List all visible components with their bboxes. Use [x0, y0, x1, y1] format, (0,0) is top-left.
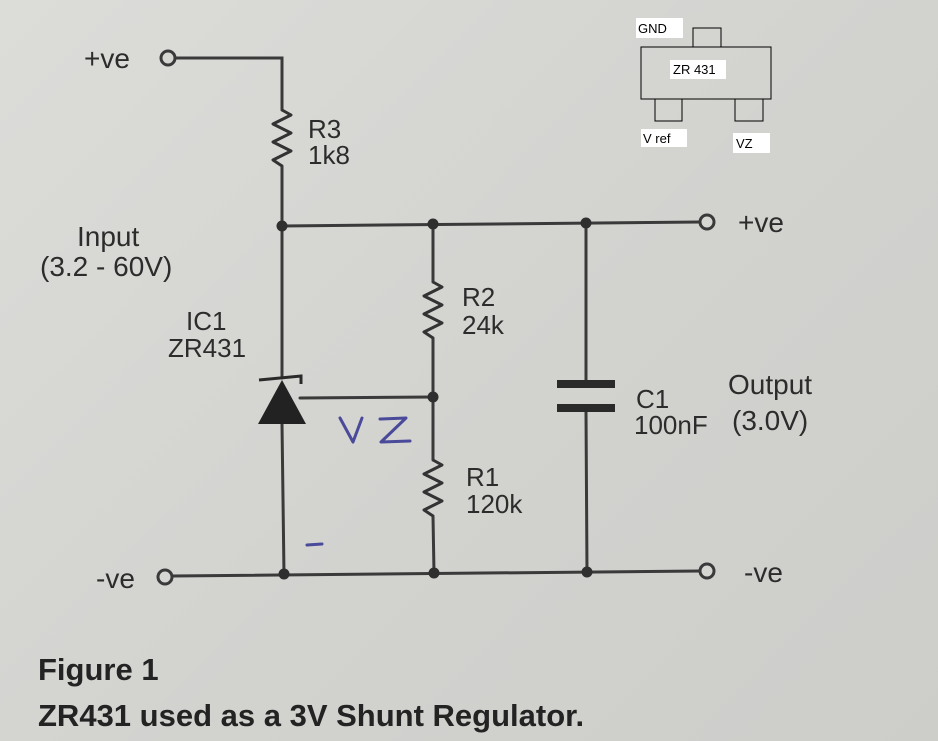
- wire-top-rail: [280, 220, 702, 228]
- label-input-title: Input: [77, 221, 139, 252]
- figure-caption: Figure 1 ZR431 used as a 3V Shunt Regula…: [38, 652, 584, 733]
- pin-label-vz: VZ: [736, 136, 753, 151]
- package-top-pin: [692, 27, 722, 48]
- terminal-input-neg: [156, 568, 174, 586]
- labels: +ve -ve +ve -ve R3 1k8 Input (3.2 - 60V)…: [40, 43, 812, 594]
- caption-description: ZR431 used as a 3V Shunt Regulator.: [38, 698, 584, 733]
- hw-vz-text: VZ: [340, 439, 342, 441]
- label-ic1-name: IC1: [186, 306, 226, 336]
- label-r3-value: 1k8: [308, 140, 350, 170]
- junction-dot: [427, 391, 439, 403]
- package-pinout-inset: GND ZR 431 V ref VZ: [636, 18, 772, 153]
- label-r3-name: R3: [308, 114, 341, 144]
- junctions: [276, 217, 593, 580]
- label-output-pos: +ve: [738, 207, 784, 238]
- ic1-zr431-symbol: [258, 374, 306, 424]
- pin-label-gnd: GND: [638, 21, 667, 36]
- handwritten-vz-mark: VZ: [338, 416, 412, 444]
- junction-dot: [427, 218, 439, 230]
- pin-label-vz-box: [733, 133, 770, 153]
- resistor-r2-symbol: [422, 280, 444, 340]
- label-r2-value: 24k: [462, 310, 505, 340]
- pin-label-vref: V ref: [643, 131, 671, 146]
- resistor-r3-symbol: [271, 108, 293, 168]
- hw-letter-z: [378, 416, 412, 444]
- ic1-cathode-bar: [258, 374, 303, 384]
- ic1-triangle: [258, 380, 306, 424]
- wire-ref-tap: [298, 395, 435, 400]
- wire-r1-bottom: [431, 514, 436, 575]
- junction-dot: [278, 568, 290, 580]
- package-left-pin: [654, 98, 683, 122]
- package-part-label: ZR 431: [673, 62, 716, 77]
- label-r1-value: 120k: [466, 489, 523, 519]
- junction-dot: [581, 566, 593, 578]
- wire-ic-bottom: [280, 422, 286, 576]
- label-r2-name: R2: [462, 282, 495, 312]
- terminal-output-pos: [698, 213, 716, 231]
- package-right-pin: [734, 98, 764, 122]
- label-input-pos: +ve: [84, 43, 130, 74]
- hw-minus-stroke: [305, 542, 324, 547]
- wire-c1-bottom: [584, 410, 589, 574]
- pin-label-vref-box: [641, 129, 687, 147]
- package-part-box: [670, 60, 726, 79]
- label-c1-value: 100nF: [634, 410, 708, 440]
- terminal-input-pos: [159, 49, 177, 67]
- terminal-output-neg: [698, 562, 716, 580]
- label-input-neg: -ve: [96, 563, 135, 594]
- capacitor-c1-symbol: [557, 380, 615, 412]
- junction-dot: [428, 567, 440, 579]
- terminals: [156, 49, 716, 586]
- capacitor-plate-bottom: [557, 404, 615, 412]
- caption-figure-number: Figure 1: [38, 652, 159, 687]
- wire-input-pos: [174, 56, 284, 112]
- label-output-voltage: (3.0V): [732, 405, 808, 436]
- junction-dot: [276, 220, 288, 232]
- capacitor-plate-top: [557, 380, 615, 388]
- pin-label-gnd-box: [636, 18, 683, 38]
- label-ic1-part: ZR431: [168, 333, 246, 363]
- hw-letter-v: [338, 416, 364, 444]
- resistors: [271, 108, 444, 518]
- label-input-range: (3.2 - 60V): [40, 251, 172, 282]
- resistor-r1-symbol: [422, 458, 444, 518]
- label-output-title: Output: [728, 369, 812, 400]
- label-c1-name: C1: [636, 384, 669, 414]
- label-output-neg: -ve: [744, 557, 783, 588]
- handwritten-minus-mark: -: [305, 542, 324, 547]
- junction-dot: [580, 217, 592, 229]
- package-body: [640, 46, 772, 100]
- label-r1-name: R1: [466, 462, 499, 492]
